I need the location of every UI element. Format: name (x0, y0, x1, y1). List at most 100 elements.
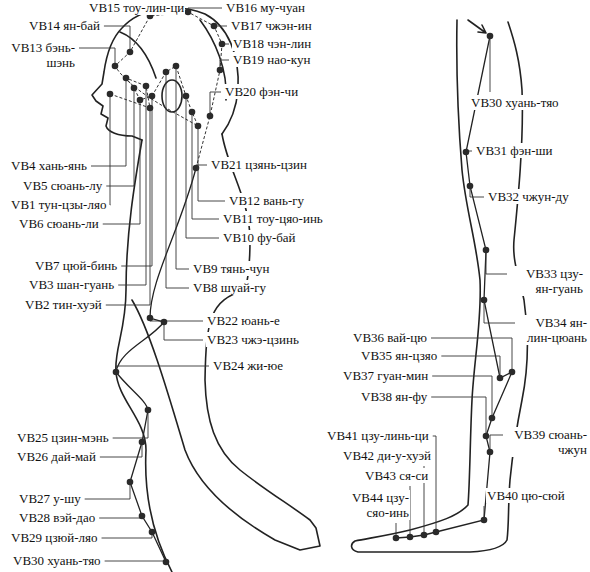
acupoint-dot (489, 415, 496, 422)
head-outline (92, 8, 238, 140)
point-label: VB24 жи-юе (212, 358, 284, 373)
point-label: VB42 ди-у-хуэй (342, 448, 432, 463)
acupoint-dot (207, 113, 214, 120)
point-label: VB6 сюань-ли (18, 216, 100, 231)
point-label: VB35 ян-цзяо (360, 348, 438, 363)
point-label: VB23 чжэ-цзинь (206, 332, 300, 347)
leader-line (164, 322, 203, 340)
point-label: VB33 цзу- ян-гуань (510, 266, 584, 296)
leader-line (188, 8, 222, 12)
leader-line (106, 108, 150, 305)
point-label: VB2 тин-хуэй (24, 297, 103, 312)
acupoint-dot (487, 449, 494, 456)
point-label: VB29 цзюй-ляо (10, 530, 99, 545)
point-label: VB19 нао-кун (232, 52, 311, 67)
leader-line (176, 66, 189, 269)
point-label: VB37 гуан-мин (342, 368, 429, 383)
leader-line (113, 410, 148, 438)
point-label: VB34 ян- лин-цюань (518, 315, 588, 345)
point-label: VB27 у-шу (18, 491, 82, 506)
point-label: VB12 вань-гу (228, 193, 305, 208)
acupoint-dot (421, 532, 428, 539)
acupoint-dot (393, 535, 400, 542)
point-label: VB25 цзин-мэнь (16, 430, 110, 445)
acupoint-dot (143, 83, 150, 90)
point-label: VB43 ся-си (364, 468, 429, 483)
point-label: VB17 чжэн-ин (230, 18, 313, 33)
point-label: VB9 тянь-чун (192, 261, 271, 276)
point-label: VB41 цзу-линь-ци (326, 428, 430, 443)
leader-line (85, 482, 130, 499)
acupoint-dot (195, 123, 202, 130)
acupoint-dot (123, 75, 130, 82)
point-label: VB21 цзянь-цзин (210, 157, 308, 172)
body-meridian (116, 168, 196, 562)
acupoint-dot (463, 149, 470, 156)
acupoint-dot (509, 369, 516, 376)
acupoint-dot (467, 183, 474, 190)
acupoint-dot (145, 407, 152, 414)
acupoint-dot (173, 63, 180, 70)
leader-line (99, 516, 142, 518)
acupoint-dot (433, 529, 440, 536)
acupoint-dot (189, 109, 196, 116)
point-label: VB26 дай-май (16, 449, 97, 464)
acupoint-dot (219, 41, 226, 48)
leader-line (490, 36, 491, 92)
leader-line (431, 397, 486, 436)
acupoint-dot (497, 375, 504, 382)
acupoint-dot (127, 49, 134, 56)
acupoint-dot (139, 513, 146, 520)
acupoint-dot (149, 529, 156, 536)
leader-line (433, 436, 436, 532)
point-label: VB15 тоу-лин-ци (88, 0, 185, 15)
acupoint-dot (163, 559, 170, 566)
point-label: VB11 тоу-цяо-инь (222, 211, 324, 226)
leader-line (166, 72, 189, 288)
point-label: VB10 фу-бай (222, 230, 297, 245)
point-label: VB18 чэн-лин (232, 36, 312, 51)
acupoint-dot (487, 33, 494, 40)
point-label: VB5 сюань-лу (22, 178, 103, 193)
point-label: VB20 фэн-чи (224, 84, 299, 99)
acupoint-dot (483, 433, 490, 440)
acupoint-dot (113, 369, 120, 376)
point-label: VB44 цзу- сяо-инь (342, 490, 410, 520)
leader-line (79, 48, 115, 66)
acupoint-dot (211, 23, 218, 30)
point-label: VB3 шан-гуань (28, 277, 115, 292)
acupoint-dot (481, 517, 488, 524)
arm-outline (132, 290, 320, 550)
point-label: VB30 хуань-тяо (470, 95, 560, 110)
acupoint-dot (137, 97, 144, 104)
leader-line (210, 92, 221, 116)
leader-line (118, 86, 146, 285)
acupoint-dot (139, 439, 146, 446)
point-label: VB4 хань-янь (10, 158, 88, 173)
acupoint-dot (407, 534, 414, 541)
hair-line (120, 20, 226, 100)
leader-line (486, 250, 507, 274)
point-label: VB16 му-чуан (225, 0, 306, 15)
acupoint-dot (217, 67, 224, 74)
leader-line (441, 356, 500, 378)
point-label: VB28 вэй-дао (18, 510, 96, 525)
point-label: VB36 вай-цю (352, 330, 428, 345)
acupoint-dot (163, 69, 170, 76)
acupoint-dot (483, 247, 490, 254)
point-label: VB7 цюй-бинь (34, 258, 118, 273)
point-label: VB13 бэнь- шэнь (4, 40, 76, 70)
acupoint-dot (131, 85, 138, 92)
meridian-arrow (468, 20, 486, 33)
leader-line (484, 300, 515, 323)
point-label: VB32 чжун-ду (487, 189, 570, 204)
point-label: VB38 ян-фу (360, 389, 428, 404)
acupoint-dot (183, 93, 190, 100)
acupoint-dot (112, 63, 119, 70)
acupoint-dot (161, 319, 168, 326)
leader-line (110, 94, 111, 205)
point-label: VB1 тун-цзы-ляо (10, 197, 107, 212)
point-label: VB31 фэн-ши (475, 143, 554, 158)
leader-line (91, 78, 126, 166)
